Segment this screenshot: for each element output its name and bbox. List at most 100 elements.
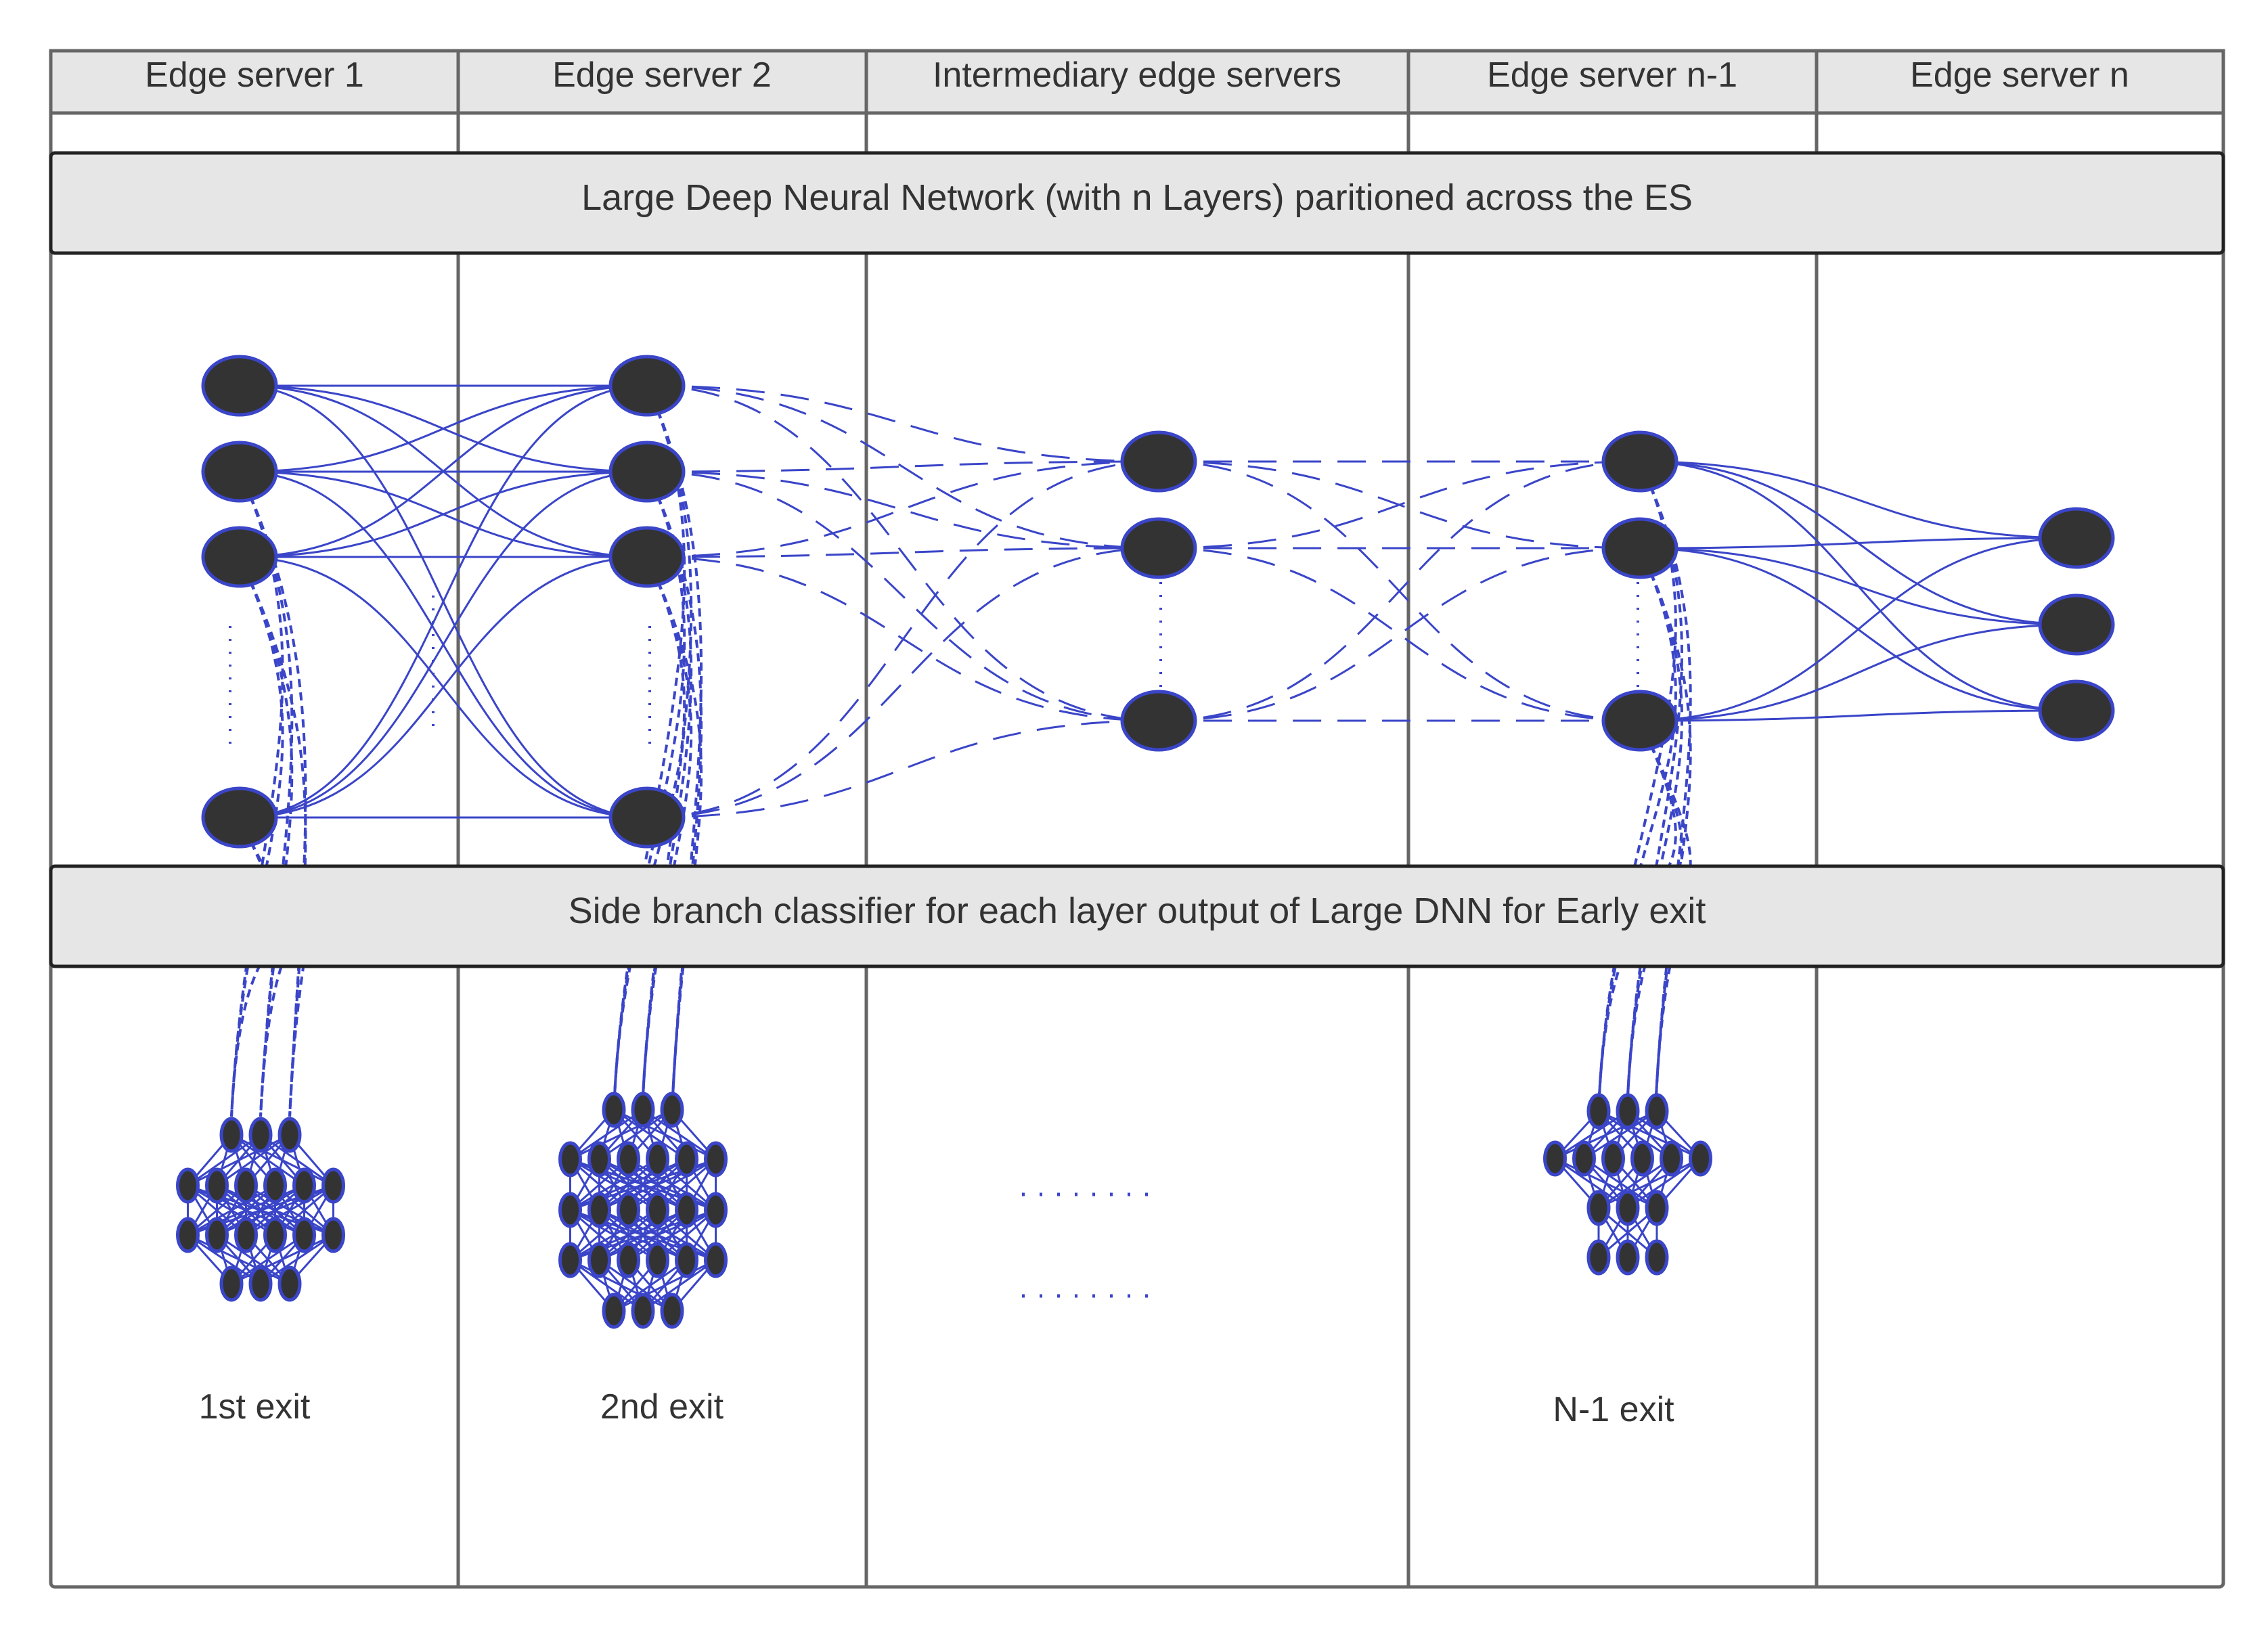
dashed-connection-line xyxy=(646,460,1159,558)
exit-connection-line xyxy=(231,1234,334,1285)
exit-classifiers xyxy=(176,1092,1712,1329)
column-header-edge-server-n-1: Edge server n-1 xyxy=(1487,55,1737,95)
connection-line xyxy=(239,470,648,558)
exit-neuron-node xyxy=(277,1117,302,1153)
exit-label-2: 2nd exit xyxy=(600,1387,724,1427)
exit-neuron-node xyxy=(292,1217,316,1253)
side-branch-line xyxy=(1639,547,1692,1097)
exit-neuron-node xyxy=(234,1167,258,1204)
neuron-node xyxy=(1120,690,1197,752)
exit-neuron-node xyxy=(660,1092,684,1128)
side-branch-line xyxy=(238,556,307,1117)
neuron-node xyxy=(2038,507,2115,569)
connection-line xyxy=(1639,547,2077,626)
neuron-node xyxy=(201,526,278,588)
neuron-node xyxy=(201,786,278,849)
column-header-edge-server-n: Edge server n xyxy=(1910,55,2129,95)
column-dividers xyxy=(456,51,1819,1587)
side-branch-line xyxy=(1598,547,1677,1097)
neuron-node xyxy=(1601,430,1678,493)
exit-neuron-node xyxy=(587,1192,611,1228)
exit-neuron-node xyxy=(1586,1239,1611,1276)
exit-neuron-node xyxy=(1616,1093,1640,1129)
neuron-node xyxy=(1120,430,1197,493)
dashed-connection-line xyxy=(646,547,1159,819)
exit-neuron-node xyxy=(263,1217,287,1253)
exit-neuron-node xyxy=(587,1141,611,1178)
side-branch-line xyxy=(238,471,307,1117)
exit-neuron-node xyxy=(1586,1093,1611,1129)
exit-neuron-node xyxy=(1601,1140,1625,1177)
connection-line xyxy=(1639,709,2077,722)
connection-line xyxy=(239,384,648,558)
exit-neuron-node xyxy=(321,1217,345,1253)
exit-neuron-node xyxy=(646,1141,669,1178)
exit-connection-line xyxy=(569,1108,673,1161)
exit-connection-line xyxy=(1627,1157,1702,1209)
exit-neuron-node xyxy=(219,1117,244,1153)
side-branch-banner xyxy=(49,864,2225,968)
exit-neuron-node xyxy=(558,1192,582,1228)
exit-neuron-node xyxy=(176,1217,200,1253)
neuron-node xyxy=(608,526,686,588)
exit-neuron-node xyxy=(248,1265,273,1302)
exit-neuron-node xyxy=(617,1141,640,1178)
exit-connection-line xyxy=(627,1209,717,1261)
neuron-node xyxy=(201,355,278,417)
exit-neuron-node xyxy=(205,1167,229,1204)
exit-neuron-node xyxy=(558,1141,582,1178)
exit-neuron-node xyxy=(617,1242,640,1278)
exit-neuron-node xyxy=(1616,1190,1640,1226)
exit-neuron-node xyxy=(675,1192,698,1228)
exit-neuron-node xyxy=(1543,1140,1567,1177)
side-branch-line xyxy=(1598,720,1677,1097)
exit-connection-line xyxy=(1554,1110,1628,1160)
dashed-connection-line xyxy=(646,470,1159,722)
dashed-connection-line xyxy=(646,470,1159,550)
neuron-node xyxy=(2038,679,2115,742)
exit-neuron-node xyxy=(675,1242,698,1278)
exit-neuron-node xyxy=(263,1167,287,1204)
side-branch-line xyxy=(238,556,294,1117)
neuron-node xyxy=(608,355,686,417)
dashed-connection-line xyxy=(646,384,1159,550)
dashed-connection-line xyxy=(646,547,1159,558)
neuron-node xyxy=(1601,517,1678,579)
exit-neuron-node xyxy=(1616,1239,1640,1276)
exit-connection-line xyxy=(187,1134,261,1187)
exit-neuron-node xyxy=(176,1167,200,1204)
neuron-node xyxy=(608,786,686,849)
exit-connection-line xyxy=(1554,1110,1658,1160)
connection-line xyxy=(1639,623,2077,722)
column-header-intermediary: Intermediary edge servers xyxy=(933,55,1341,95)
exit-neuron-node xyxy=(234,1217,258,1253)
exit-neuron-node xyxy=(1586,1190,1611,1226)
outer-frame xyxy=(49,49,2225,1589)
exit-neuron-node xyxy=(558,1242,582,1278)
exit-connection-line xyxy=(187,1134,290,1187)
exit-neuron-node xyxy=(1630,1140,1654,1177)
exit-connection-line xyxy=(231,1234,305,1285)
exit-connection-line xyxy=(569,1158,659,1211)
dashed-connection-line xyxy=(646,719,1159,819)
exit-connection-line xyxy=(216,1134,290,1187)
exit-neuron-node xyxy=(205,1217,229,1253)
exit-neuron-node xyxy=(602,1293,626,1329)
network-nodes xyxy=(201,355,2115,849)
side-branch-line xyxy=(1626,547,1683,1097)
exit-neuron-node xyxy=(646,1192,669,1228)
neuron-node xyxy=(2038,593,2115,656)
side-branch-line xyxy=(1639,720,1692,1097)
exit-neuron-node xyxy=(646,1242,669,1278)
column-header-edge-server-1: Edge server 1 xyxy=(145,55,364,95)
exit-neuron-node xyxy=(587,1242,611,1278)
dashed-connection-line xyxy=(1158,460,1641,550)
exit-neuron-node xyxy=(219,1265,244,1302)
exit-neuron-node xyxy=(321,1167,345,1204)
connection-line xyxy=(239,384,648,819)
connection-line xyxy=(239,470,648,819)
exit-label-n-1: N-1 exit xyxy=(1553,1390,1674,1429)
exit-neuron-node xyxy=(704,1141,728,1178)
exit-connection-line xyxy=(627,1158,717,1211)
dashed-connection-line xyxy=(646,460,1159,473)
